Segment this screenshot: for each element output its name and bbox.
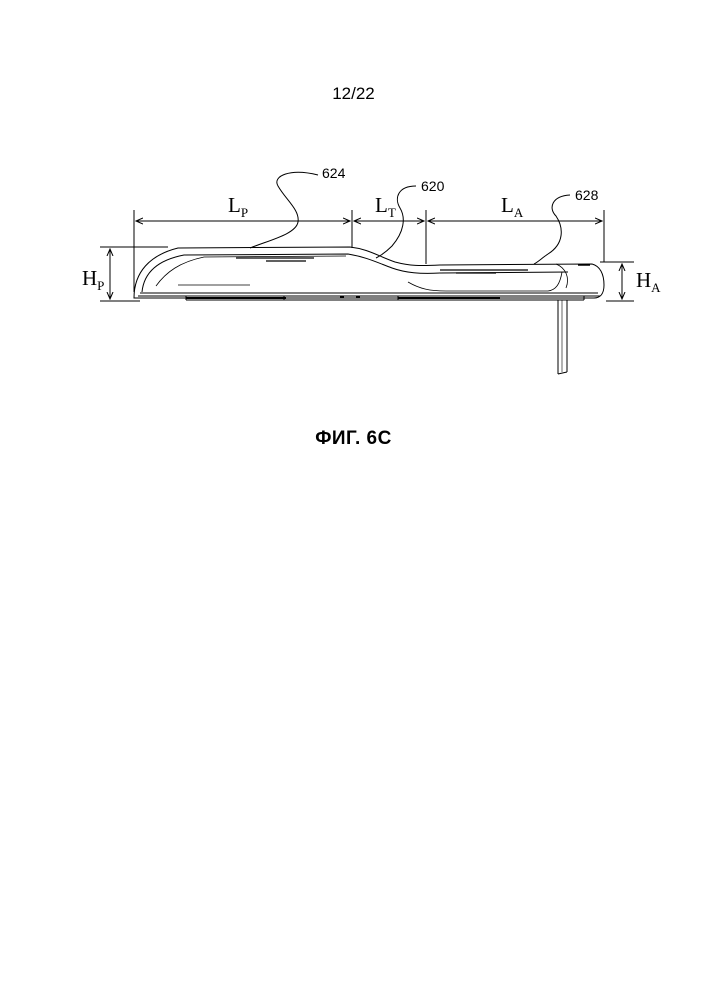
ref-628: 628 [575, 187, 599, 203]
distal-window [408, 272, 562, 291]
device-body [134, 247, 604, 300]
dimension-ha [600, 262, 634, 301]
proximal-window [156, 256, 346, 286]
label-lp: LP [228, 193, 248, 220]
ref-624: 624 [322, 165, 346, 181]
device-stand [558, 300, 567, 374]
label-la: LA [501, 193, 524, 220]
label-ha: HA [636, 268, 661, 295]
dimension-lp [134, 210, 352, 292]
device-inner-top [142, 254, 568, 292]
label-hp: HP [82, 266, 104, 293]
label-lt: LT [375, 193, 396, 220]
leader-628 [534, 195, 570, 264]
leader-624 [250, 172, 318, 248]
ref-620: 620 [421, 178, 445, 194]
figure-caption: ФИГ. 6C [0, 428, 707, 450]
